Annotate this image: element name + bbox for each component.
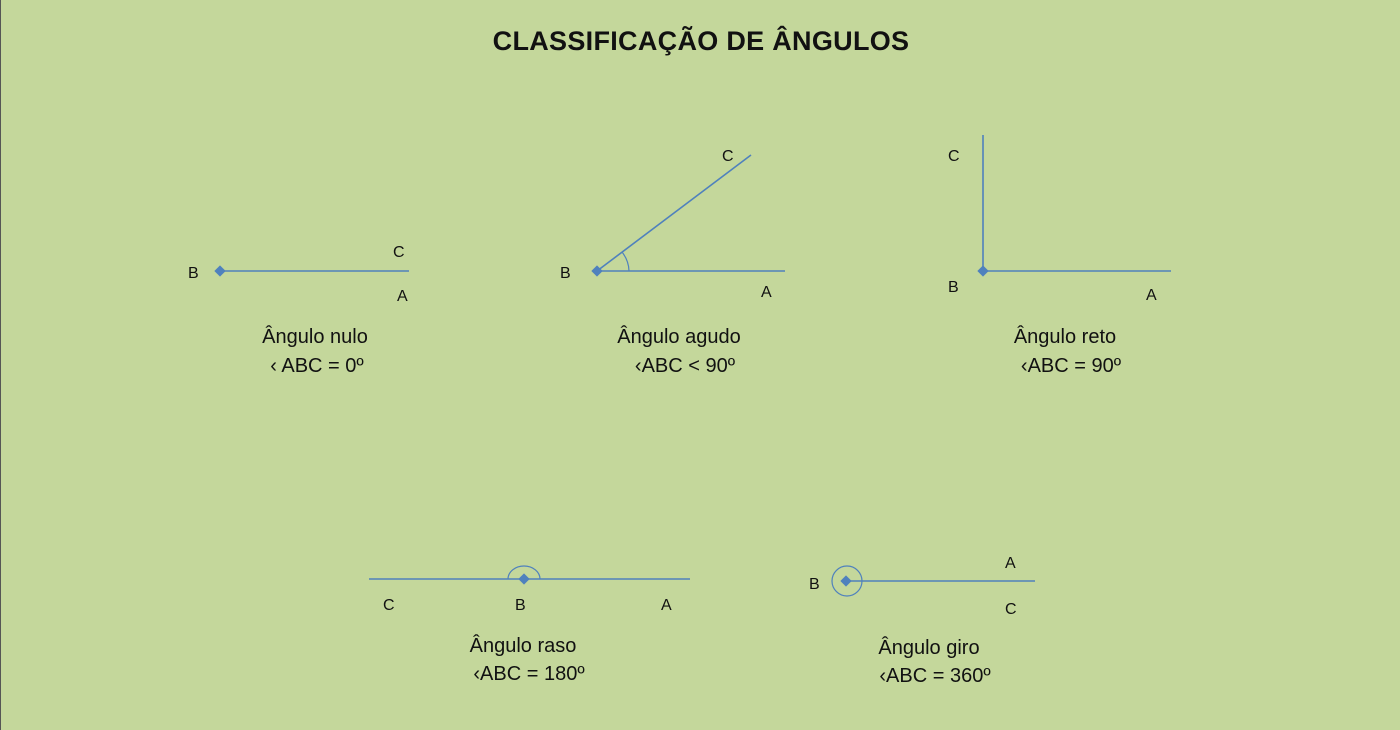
point-a-label: A bbox=[761, 284, 772, 301]
angle-full: B A C Ângulo giro ‹ABC = 360º bbox=[809, 555, 1035, 687]
point-b-label: B bbox=[948, 279, 959, 296]
angle-formula: ‹ABC < 90º bbox=[635, 355, 736, 377]
angle-circle bbox=[831, 565, 863, 597]
vertex-b-marker bbox=[840, 575, 852, 587]
point-b-label: B bbox=[560, 265, 571, 282]
angle-straight: C B A Ângulo raso ‹ABC = 180º bbox=[369, 565, 690, 685]
angle-null: B C A Ângulo nulo ‹ ABC = 0º bbox=[188, 244, 409, 377]
angle-acute: B C A Ângulo agudo ‹ABC < 90º bbox=[560, 148, 785, 377]
point-b-label: B bbox=[188, 265, 199, 282]
vertex-b-marker bbox=[591, 265, 603, 277]
point-c-label: C bbox=[948, 148, 960, 165]
angle-name: Ângulo reto bbox=[1014, 325, 1116, 348]
point-b-label: B bbox=[515, 597, 526, 614]
angle-name: Ângulo agudo bbox=[617, 325, 740, 348]
point-c-label: C bbox=[1005, 601, 1017, 618]
angle-formula: ‹ABC = 360º bbox=[879, 665, 991, 687]
angle-formula: ‹ABC = 180º bbox=[473, 663, 585, 685]
angle-arc bbox=[621, 251, 630, 272]
angle-formula: ‹ABC = 90º bbox=[1021, 355, 1122, 377]
point-c-label: C bbox=[383, 597, 395, 614]
angle-name: Ângulo raso bbox=[470, 634, 577, 657]
angle-right: B C A Ângulo reto ‹ABC = 90º bbox=[948, 135, 1171, 377]
point-c-label: C bbox=[393, 244, 405, 261]
vertex-b-marker bbox=[518, 573, 530, 585]
angle-arc bbox=[507, 565, 541, 580]
vertex-b-marker bbox=[977, 265, 989, 277]
angle-name: Ângulo nulo bbox=[262, 325, 368, 348]
vertex-b-marker bbox=[214, 265, 226, 277]
point-a-label: A bbox=[1146, 287, 1157, 304]
ray-bc bbox=[596, 154, 752, 272]
angle-formula: ‹ ABC = 0º bbox=[270, 355, 364, 377]
point-a-label: A bbox=[397, 288, 408, 305]
point-a-label: A bbox=[1005, 555, 1016, 572]
point-a-label: A bbox=[661, 597, 672, 614]
angle-name: Ângulo giro bbox=[878, 636, 979, 659]
point-b-label: B bbox=[809, 576, 820, 593]
point-c-label: C bbox=[722, 148, 734, 165]
page-title: CLASSIFICAÇÃO DE ÂNGULOS bbox=[492, 26, 910, 56]
